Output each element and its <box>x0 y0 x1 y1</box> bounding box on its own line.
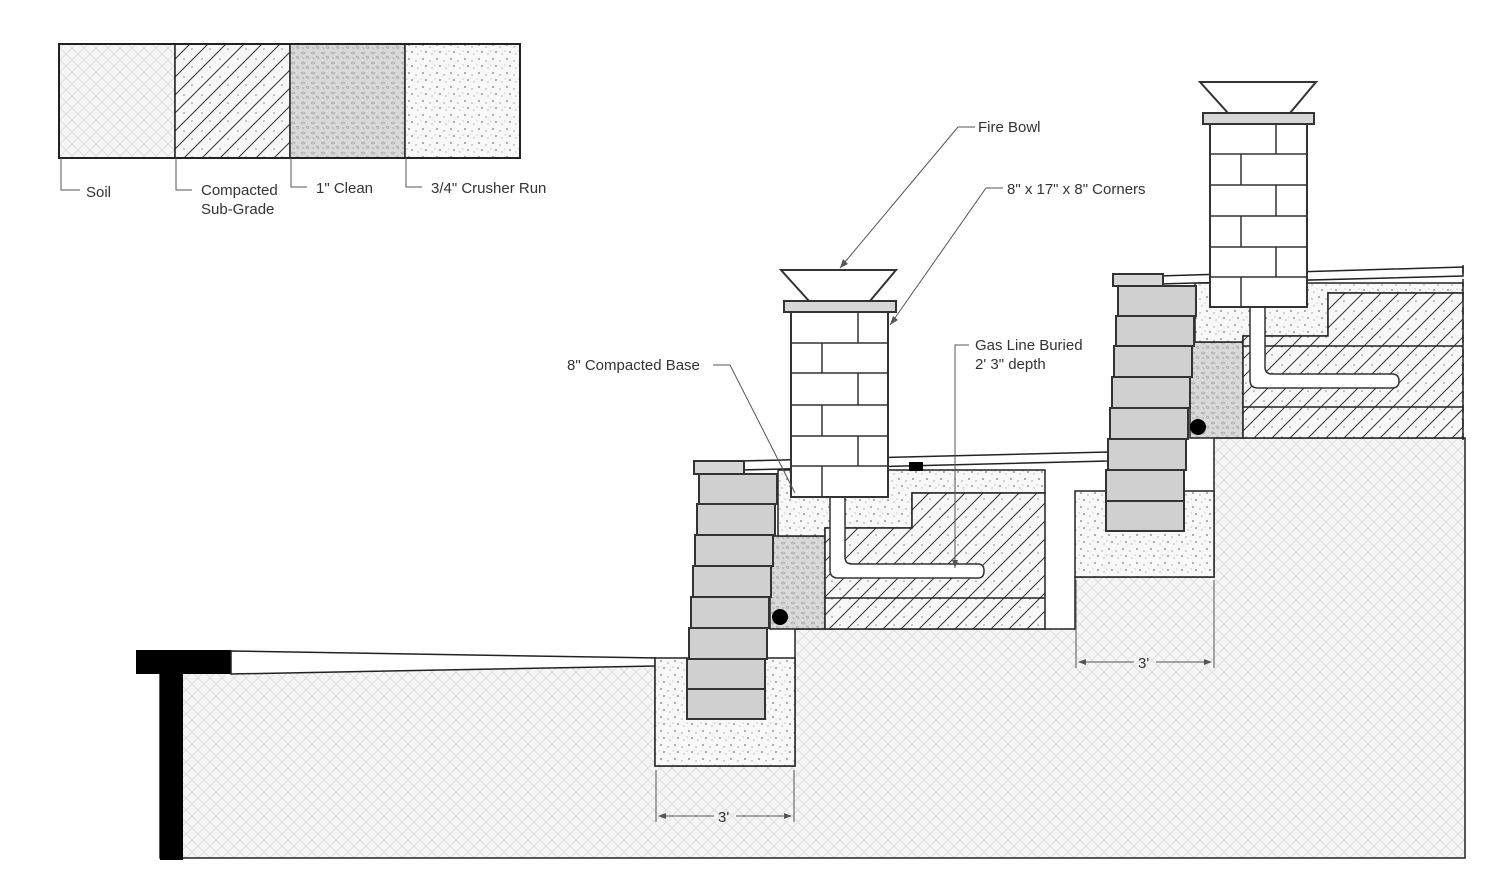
legend-label-sub-grade: Compacted <box>201 182 278 199</box>
legend-label-clean-stone: 1" Clean <box>316 180 373 197</box>
legend-swatch-soil <box>58 43 176 159</box>
dimension-upper-width: 3' <box>1138 655 1149 672</box>
upper-fire-bowl <box>1197 81 1319 114</box>
lower-fire-pit-column <box>778 269 899 498</box>
legend-label-sub-grade-line2: Sub-Grade <box>201 201 274 218</box>
lower-wall-cap <box>693 460 745 475</box>
legend-label-soil: Soil <box>86 184 111 201</box>
label-corners: 8" x 17" x 8" Corners <box>1007 181 1146 198</box>
lower-footing-dimension: 3' <box>655 770 795 826</box>
upper-gas-line <box>1249 305 1400 389</box>
label-gas-line-depth: 2' 3" depth <box>975 356 1046 373</box>
label-gas-line: Gas Line Buried <box>975 337 1083 354</box>
upper-drain-pipe <box>1190 419 1206 435</box>
lower-fire-bowl <box>778 269 899 302</box>
legend-swatch-crusher-run <box>404 43 521 159</box>
upper-wall-cap <box>1112 273 1164 287</box>
upper-retaining-wall <box>1105 285 1197 532</box>
lower-sub-grade <box>824 492 1046 630</box>
lower-drain-pipe <box>772 609 788 625</box>
deck-post <box>160 650 183 860</box>
legend-swatch-clean-stone <box>289 43 406 159</box>
deck-cap <box>136 650 231 674</box>
upper-footing-dimension: 3' <box>1075 580 1215 672</box>
upper-fire-pit-column <box>1197 81 1319 308</box>
lower-retaining-wall <box>686 473 778 720</box>
label-compacted-base: 8" Compacted Base <box>567 357 700 374</box>
label-fire-bowl: Fire Bowl <box>978 119 1041 136</box>
gas-valve <box>909 462 923 471</box>
legend-label-crusher-run: 3/4" Crusher Run <box>431 180 546 197</box>
dimension-lower-width: 3' <box>718 809 729 826</box>
upper-paver-surface <box>1157 266 1464 285</box>
material-legend: Soil Compacted Sub-Grade 1" Clean 3/4" C… <box>58 43 546 218</box>
lower-gas-line <box>829 495 985 579</box>
legend-swatch-sub-grade <box>174 43 291 159</box>
